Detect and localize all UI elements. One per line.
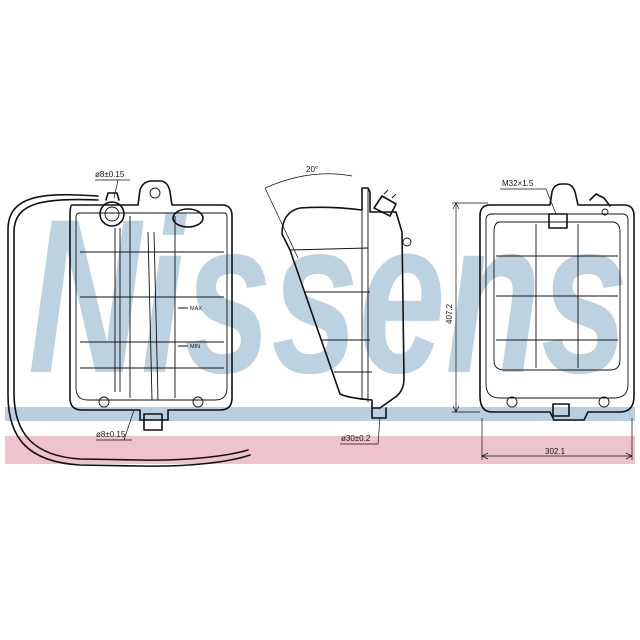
width-dimension-line [481, 418, 633, 460]
front-tank-outline [69, 180, 233, 421]
filler-cap [99, 201, 125, 227]
side-tank-outline [281, 187, 405, 409]
side-diameter-label: ø30±0.2 [341, 434, 371, 443]
side-cap [373, 195, 397, 217]
side-view: 20° ø30±0.2 [264, 165, 412, 445]
bottom-diameter-label: ø8±0.15 [96, 430, 126, 439]
max-label: MAX [190, 306, 202, 312]
min-label: MIN [190, 344, 200, 350]
angle-label: 20° [306, 165, 318, 174]
top-diameter-label: ø8±0.15 [95, 170, 125, 179]
thread-label: M32×1.5 [502, 179, 534, 188]
front-view: MAX MIN ø8±0.15 ø8±0.15 [7, 170, 251, 467]
width-label: 302.1 [545, 447, 566, 456]
angle-line [264, 187, 299, 259]
rear-view: M32×1.5 407.2 302.1 [445, 179, 635, 460]
rear-fitting [548, 213, 568, 229]
rear-tank-outline [479, 183, 635, 421]
front-outlet [143, 413, 163, 431]
height-dimension-line [452, 202, 488, 413]
height-label: 407.2 [445, 303, 454, 324]
overflow-hose [7, 193, 251, 467]
sight-window [172, 208, 204, 228]
